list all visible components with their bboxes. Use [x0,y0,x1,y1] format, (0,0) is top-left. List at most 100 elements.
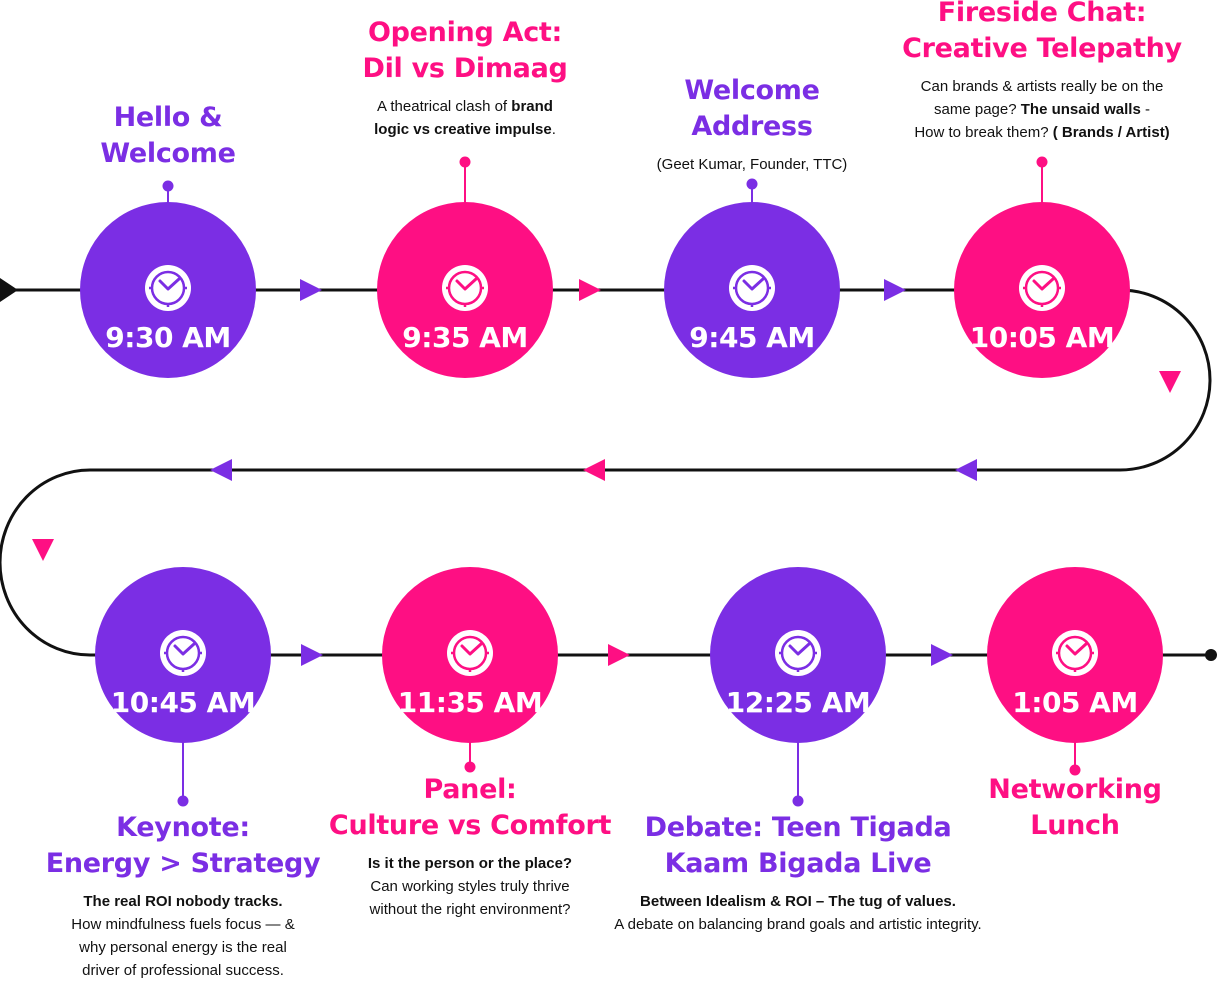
session-time: 11:35 AM [398,686,542,719]
session-info: Panel: Culture vs Comfort Is it the person… [329,772,611,921]
session-title-line: Keynote: [116,812,250,843]
session-description-line: Can brands & artists really be on the [920,78,1164,95]
flow-arrow-marker [1159,371,1181,393]
session-title-line: Address [691,111,813,142]
session-title-line: Panel: [423,774,517,805]
session-title-line: Kaam Bigada Live [664,848,932,879]
session-description-line: without the right environment? [369,901,571,918]
session-description: (Geet Kumar, Founder, TTC) [657,153,848,176]
flow-arrow-marker [583,459,605,481]
timeline-start-arrow [0,278,18,302]
session-description-line: Between Idealism & ROI – The tug of valu… [640,893,956,910]
flow-arrow-marker [579,279,601,301]
connector-dot [464,761,476,773]
session-title-line: Welcome [684,75,820,106]
session-description-line: The real ROI nobody tracks. [83,893,283,910]
session-time: 9:35 AM [402,321,527,354]
session-node: 12:25 AM [710,567,886,743]
session-title-line: Dil vs Dimaag [362,53,568,84]
flow-arrow-marker [301,644,323,666]
session-description: A theatrical clash of brand logic vs crea… [362,95,567,141]
session-title: Panel: Culture vs Comfort [329,772,611,844]
session-node: 10:45 AM [95,567,271,743]
timeline-track [0,288,1212,657]
session-time: 12:25 AM [726,686,870,719]
session-description-line: logic vs creative impulse. [374,121,556,138]
session-title-line: Lunch [1030,810,1120,841]
clock-icon [775,630,821,676]
session-node: 9:45 AM [664,202,840,378]
session-description-line: A theatrical clash of brand [377,98,553,115]
connector-dot [792,795,804,807]
session-description-line: Is it the person or the place? [367,855,573,872]
session-node: 1:05 AM [987,567,1163,743]
session-title: Hello & Welcome [100,100,236,172]
clock-icon [1019,265,1065,311]
session-description: Is it the person or the place? Can workin… [329,852,611,921]
connector-dot [1069,764,1081,776]
session-description-line: A debate on balancing brand goals and ar… [614,916,982,933]
session-description-line: (Geet Kumar, Founder, TTC) [656,156,848,173]
session-title-line: Networking [988,774,1162,805]
session-time: 9:30 AM [105,321,230,354]
connector-dot [459,156,471,168]
session-time: 9:45 AM [689,321,814,354]
clock-icon [160,630,206,676]
connector-dot [746,178,758,190]
connector-dot [162,180,174,192]
session-node: 11:35 AM [382,567,558,743]
session-title-line: Fireside Chat: [937,0,1147,28]
session-title-line: Opening Act: [367,17,563,48]
session-title: Fireside Chat: Creative Telepathy [902,0,1182,67]
session-title-line: Hello & [113,102,223,133]
session-description: The real ROI nobody tracks. How mindfulne… [46,890,321,982]
timeline-end-dot [1205,649,1217,661]
session-description-line: Can working styles truly thrive [370,878,570,895]
clock-icon [442,265,488,311]
clock-icon [729,265,775,311]
session-description: Can brands & artists really be on the sam… [902,75,1182,144]
session-time: 1:05 AM [1012,686,1137,719]
flow-arrow-marker [931,644,953,666]
session-description-line: How mindfulness fuels focus — & [71,916,295,933]
session-description-line: why personal energy is the real [79,939,287,956]
connector-dot [177,795,189,807]
clock-icon [1052,630,1098,676]
flow-arrow-marker [300,279,322,301]
session-time: 10:05 AM [970,321,1114,354]
session-node: 9:35 AM [377,202,553,378]
session-title-line: Welcome [100,138,236,169]
flow-arrow-marker [32,539,54,561]
session-time: 10:45 AM [111,686,255,719]
flow-arrow-marker [210,459,232,481]
flow-arrow-marker [884,279,906,301]
session-description-line: same page? The unsaid walls - [934,101,1150,118]
session-title-line: Culture vs Comfort [328,810,612,841]
session-description: Between Idealism & ROI – The tug of valu… [614,890,981,936]
session-title: Opening Act: Dil vs Dimaag [362,15,567,87]
session-title: Keynote: Energy > Strategy [46,810,321,882]
clock-icon [145,265,191,311]
session-title-line: Debate: Teen Tigada [644,812,952,843]
session-info: Hello & Welcome [100,100,236,172]
session-title-line: Energy > Strategy [45,848,321,879]
session-description-line: How to break them? ( Brands / Artist) [914,124,1170,141]
flow-arrow-marker [955,459,977,481]
connector-dot [1036,156,1048,168]
session-info: Opening Act: Dil vs Dimaag A theatrical cl… [362,15,567,141]
clock-icon [447,630,493,676]
session-node: 10:05 AM [954,202,1130,378]
flow-arrow-marker [608,644,630,666]
session-node: 9:30 AM [80,202,256,378]
session-description-line: driver of professional success. [82,962,284,979]
session-title-line: Creative Telepathy [902,33,1182,64]
